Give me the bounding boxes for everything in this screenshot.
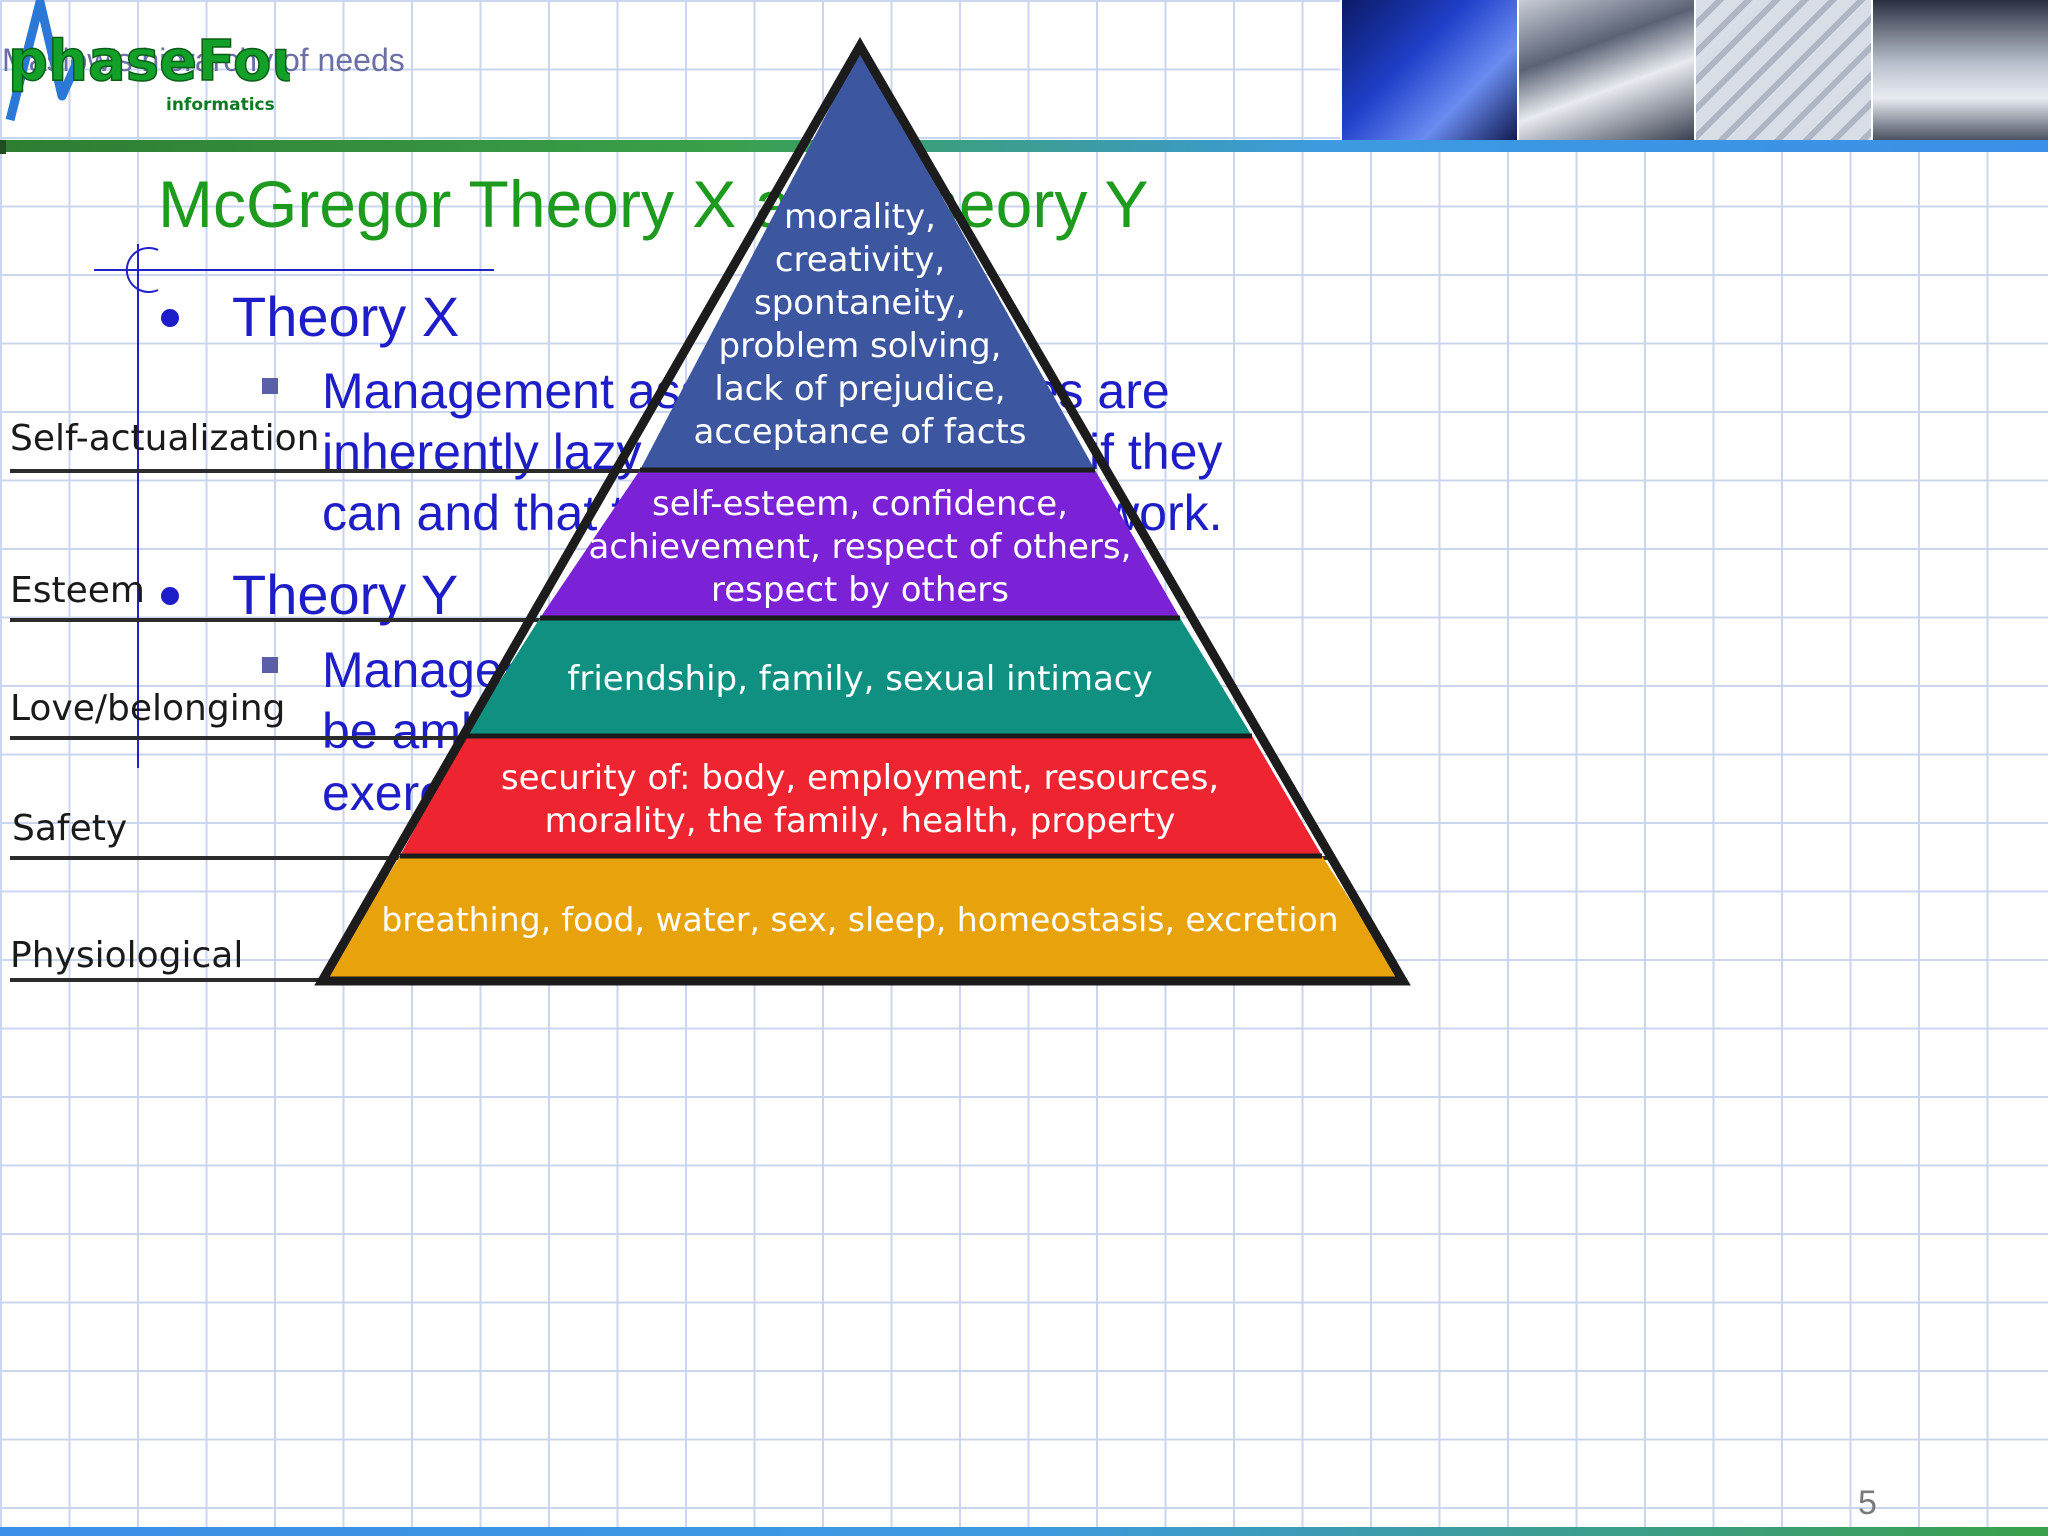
tier-5-line-1: breathing, food, water, sex, sleep, home… [381, 900, 1339, 939]
bracket-marker [94, 244, 494, 768]
photo-lab-bench [1871, 0, 2048, 140]
slide-title: McGregor Theory X and Theory Y [158, 167, 1149, 241]
pyramid-tier-self-actualization [640, 50, 1095, 470]
pyramid-tier-physiological [325, 856, 1400, 978]
tier-4-line-1: security of: body, employment, resources… [500, 758, 1220, 798]
tier-text-self-actualization: morality, creativity, spontaneity, probl… [660, 196, 1060, 454]
level-label-physiological: Physiological [10, 935, 244, 976]
tier-1-line-6: acceptance of facts [693, 412, 1027, 452]
pyramid-tier-safety [400, 736, 1322, 856]
logo-wordmark: phaseFour [8, 29, 290, 94]
pyramid-tier-esteem [540, 470, 1180, 618]
footer-rule [0, 1527, 2048, 1536]
tier-1-line-5: lack of prejudice, [714, 369, 1006, 409]
tier-text-esteem: self-esteem, confidence, achievement, re… [560, 483, 1160, 612]
level-label-self-actualization: Self-actualization [10, 418, 320, 459]
tier-4-line-2: morality, the family, health, property [544, 801, 1176, 841]
header-rule [0, 140, 2048, 152]
tier-3-line-1: friendship, family, sexual intimacy [567, 659, 1153, 699]
sub-bullet-theory-x [262, 378, 278, 394]
level-label-safety: Safety [12, 808, 128, 849]
level-label-esteem: Esteem [10, 570, 145, 611]
tier-2-line-2: achievement, respect of others, [588, 527, 1132, 567]
bullet-dot-theory-y [161, 587, 179, 605]
tier-1-line-2: creativity, [774, 240, 946, 280]
page-number: 5 [1858, 1484, 1877, 1522]
tier-2-line-1: self-esteem, confidence, [652, 484, 1068, 524]
tier-text-safety: security of: body, employment, resources… [440, 757, 1280, 843]
tier-2-line-3: respect by others [711, 570, 1009, 610]
sub-bullet-theory-y [262, 657, 278, 673]
photo-keyboard [1694, 0, 1871, 140]
tier-1-line-3: spontaneity, [754, 283, 966, 323]
tier-text-love-belonging: friendship, family, sexual intimacy [500, 658, 1220, 701]
logo-tagline: informatics [166, 95, 275, 115]
bullet-dot-theory-x [161, 309, 179, 327]
tier-1-line-4: problem solving, [718, 326, 1002, 366]
pyramid-outline [314, 37, 1411, 986]
tier-1-line-1: morality, [784, 197, 936, 237]
level-line-self-actualization [10, 469, 1095, 473]
level-label-love-belonging: Love/belonging [10, 688, 286, 729]
tier-text-physiological: breathing, food, water, sex, sleep, home… [355, 898, 1365, 941]
bullet-heading-theory-x: Theory X [232, 285, 460, 348]
photo-flask [1340, 0, 1517, 140]
pyramid-tier-love-belonging [465, 618, 1252, 736]
header-photo-banner [1340, 0, 2048, 140]
phasefour-logo: phaseFour informatics [5, 0, 290, 122]
header-rule-cap [0, 140, 6, 154]
bullet-heading-theory-y: Theory Y [232, 563, 459, 626]
photo-lab-equipment [1517, 0, 1694, 140]
